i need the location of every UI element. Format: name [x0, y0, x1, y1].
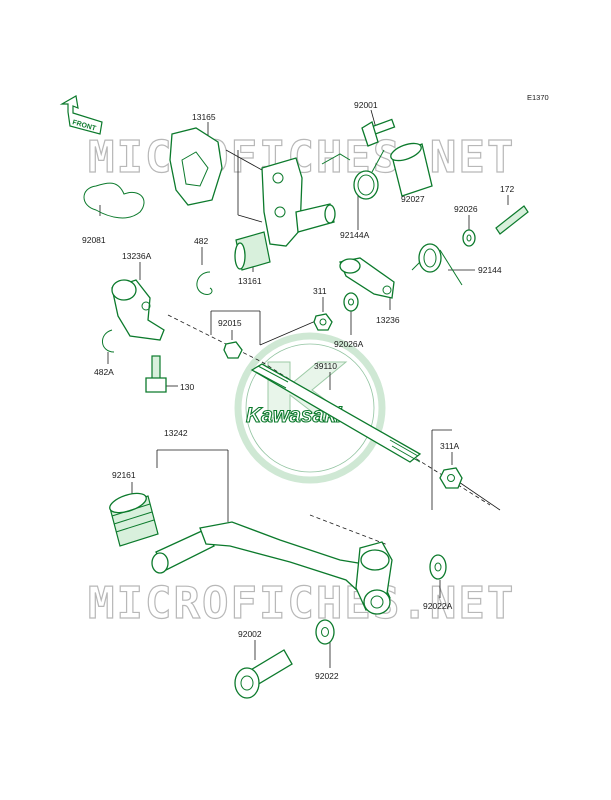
label-part: 92161 [112, 470, 136, 480]
label-part: 311 [313, 286, 327, 296]
part-92144a-spring [321, 149, 385, 200]
label-part: 13242 [164, 428, 188, 438]
part-13242-shift-pedal [151, 521, 393, 615]
part-130-bolt [145, 355, 167, 393]
label-part: 13236 [376, 315, 400, 325]
kawasaki-logo: Kawasaki [234, 332, 386, 484]
watermark-bottom: MICROFICHES.NET [88, 578, 515, 629]
part-13165-plate [169, 127, 223, 206]
label-part: 92001 [354, 100, 378, 110]
part-311a-nut [439, 467, 463, 489]
part-92026-washer [462, 229, 476, 247]
label-part: 92026A [334, 339, 364, 349]
part-482-clip [196, 271, 213, 295]
label-part: 172 [500, 184, 514, 194]
label-part: 92027 [401, 194, 425, 204]
label-part: 92026 [454, 204, 478, 214]
part-13236-lever [339, 257, 395, 299]
part-92161-rubber [109, 492, 159, 547]
label-part: 13161 [238, 276, 262, 286]
label-part: 311A [440, 441, 460, 451]
label-part: 482A [94, 367, 114, 377]
front-arrow-icon: FRONT [59, 95, 103, 135]
diagram-code: E1370 [527, 93, 549, 102]
part-92144-spring [411, 243, 463, 286]
part-311-nut [313, 313, 333, 331]
part-482a-clip [102, 329, 115, 353]
label-part: 92081 [82, 235, 106, 245]
part-172-pin [495, 205, 529, 235]
part-labels: 13165 92001 92027 92081 92144A 92026 172… [82, 100, 514, 681]
part-92022-washer [315, 619, 335, 645]
part-92022a-washer [429, 554, 447, 580]
part-92002-bolt [234, 649, 293, 699]
parts [83, 118, 529, 699]
part-13236a-clamp [111, 279, 165, 341]
part-39110-tie-rod [250, 363, 422, 463]
label-part: 39110 [314, 361, 337, 371]
part-13161-shaft [234, 157, 336, 271]
label-part: 92022 [315, 671, 339, 681]
label-part: 92015 [218, 318, 242, 328]
label-part: 130 [180, 382, 194, 392]
label-part: 482 [194, 236, 208, 246]
part-92081-circlip [83, 182, 145, 219]
part-92026a-washer [343, 292, 359, 312]
label-part: 92144 [478, 265, 502, 275]
label-part: 92002 [238, 629, 262, 639]
part-92015-nut [223, 341, 243, 359]
label-part: 92022A [423, 601, 453, 611]
label-part: 13165 [192, 112, 216, 122]
label-part: 13236A [122, 251, 152, 261]
label-part: 92144A [340, 230, 370, 240]
